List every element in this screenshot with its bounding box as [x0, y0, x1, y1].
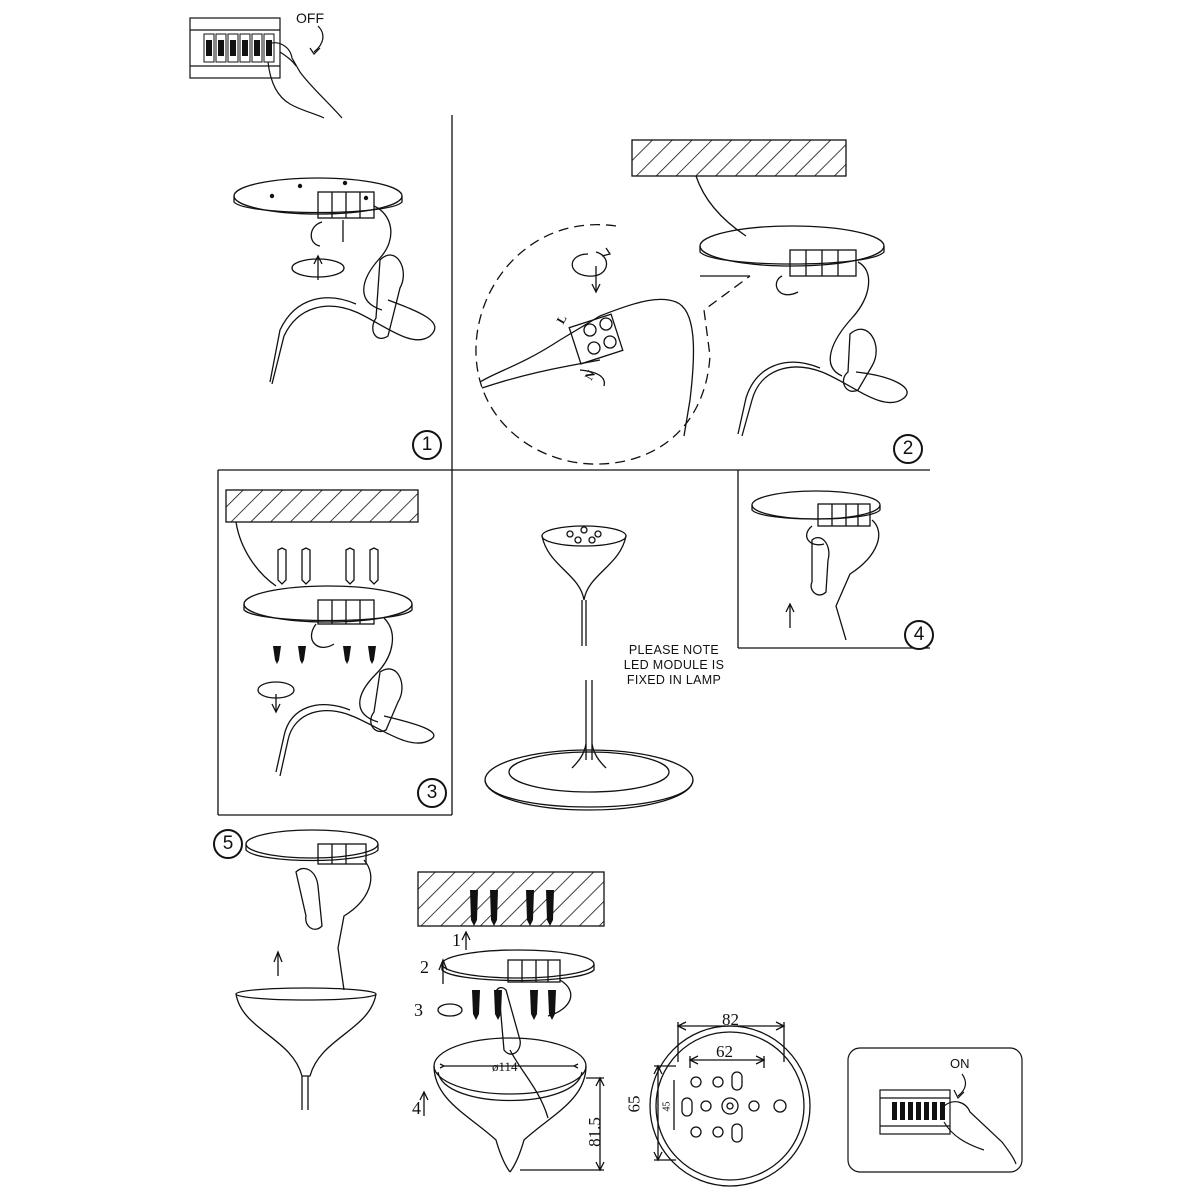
substep-2: 2	[420, 957, 429, 977]
panel5-canopy	[235, 829, 379, 1110]
substep-4: 4	[412, 1098, 421, 1118]
step-5-badge: 5	[213, 829, 243, 859]
note-line-3: FIXED IN LAMP	[626, 673, 722, 687]
step-4-badge: 4	[904, 620, 934, 650]
diameter-dimension: ø114	[492, 1059, 518, 1074]
mounting-plate-dimensions	[649, 1021, 811, 1187]
substep-1: 1	[452, 930, 461, 950]
panel1-ceiling-plate	[233, 177, 436, 385]
panel4-hook	[751, 490, 881, 641]
plate-inner-width: 62	[716, 1042, 733, 1061]
center-lamp-parts	[484, 525, 694, 811]
plate-outer-width: 82	[722, 1010, 739, 1029]
note-line-1: PLEASE NOTE	[628, 643, 720, 657]
plate-small-dimension: 45	[661, 1101, 673, 1112]
breaker-switch-off	[189, 17, 343, 119]
step-3-badge: 3	[417, 778, 447, 808]
note-line-2: LED MODULE IS	[623, 658, 725, 672]
height-dimension: 81.5	[584, 1117, 604, 1147]
led-module-note: PLEASE NOTE LED MODULE IS FIXED IN LAMP	[600, 643, 748, 688]
step-1-badge: 1	[412, 430, 442, 460]
off-label: OFF	[296, 10, 324, 26]
step-2-badge: 2	[893, 434, 923, 464]
exploded-assembly	[417, 871, 605, 1173]
breaker-switch-on	[847, 1047, 1023, 1173]
panel3-anchors	[225, 489, 435, 777]
plate-height: 65	[624, 1095, 644, 1113]
on-label: ON	[950, 1056, 970, 1071]
panel-dividers	[217, 115, 930, 816]
panel2-zoom-wiring	[475, 139, 908, 465]
substep-3: 3	[414, 1000, 423, 1020]
